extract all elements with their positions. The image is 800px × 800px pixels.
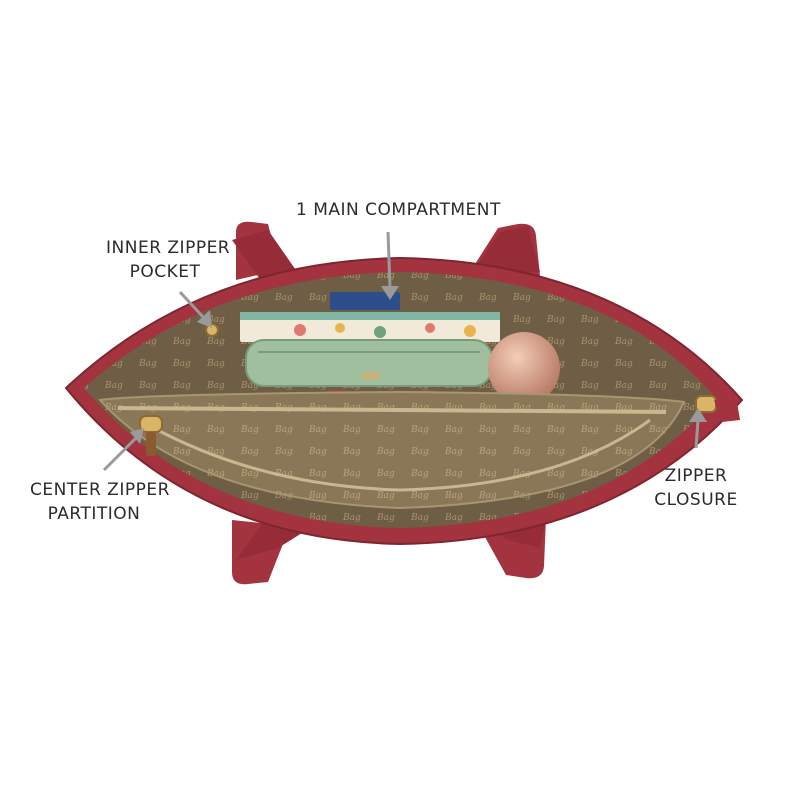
inner-zipper-pocket-label: INNER ZIPPER POCKET <box>106 236 231 284</box>
green-pouch <box>245 339 493 387</box>
center-zipper-partition-label: CENTER ZIPPER PARTITION <box>30 478 170 526</box>
center-partition <box>98 390 686 510</box>
main-compartment-text: 1 MAIN COMPARTMENT <box>296 200 501 220</box>
main-compartment-label: 1 MAIN COMPARTMENT <box>296 198 500 222</box>
inner-zipper-pull <box>205 323 219 337</box>
notebook <box>240 292 500 342</box>
zipper-closure-label: ZIPPER CLOSURE <box>654 464 738 512</box>
inner-zipper-line1: INNER ZIPPER <box>106 238 231 258</box>
zipper-closure-line2: CLOSURE <box>654 490 738 510</box>
zipper-closure-line1: ZIPPER <box>664 466 728 486</box>
center-zipper-line1: CENTER ZIPPER <box>30 480 170 500</box>
top-handles <box>232 221 540 282</box>
callout-arrows <box>102 231 707 472</box>
inner-zipper-line2: POCKET <box>129 262 201 282</box>
center-zipper-pull <box>139 415 163 456</box>
closure-zipper-pull <box>695 395 740 422</box>
compact-mirror <box>488 332 560 404</box>
center-zipper-line2: PARTITION <box>47 504 141 524</box>
